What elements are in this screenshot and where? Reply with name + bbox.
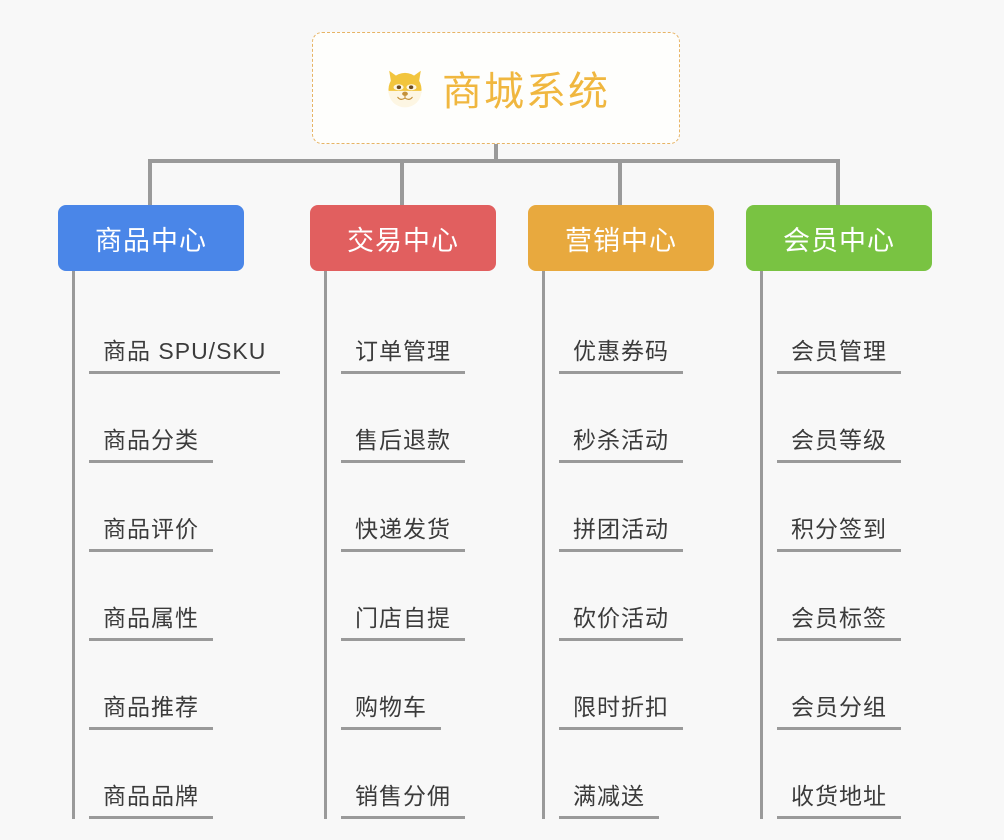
leaf-item[interactable]: 商品分类: [89, 374, 244, 463]
category-header-3-label: 营销中心: [565, 225, 677, 256]
leaf-stack-3: 优惠券码 秒杀活动 拼团活动 砍价活动 限时折扣 满减送: [542, 271, 714, 819]
connector-drop-2: [400, 159, 404, 205]
leaf-item-label: 商品评价: [89, 510, 213, 552]
leaf-item-label: 砍价活动: [559, 599, 683, 641]
leaf-item-label: 快递发货: [341, 510, 465, 552]
leaf-item-label: 商品推荐: [89, 688, 213, 730]
leaf-item[interactable]: 商品品牌: [89, 730, 244, 819]
connector-bus: [148, 159, 840, 163]
leaf-item[interactable]: 订单管理: [341, 285, 496, 374]
leaf-item-label: 收货地址: [777, 777, 901, 819]
leaf-item-label: 售后退款: [341, 421, 465, 463]
leaf-item-label: 拼团活动: [559, 510, 683, 552]
connector-drop-4: [836, 159, 840, 205]
category-header-4-label: 会员中心: [783, 225, 895, 256]
leaf-item-label: 会员管理: [777, 332, 901, 374]
connector-stem: [494, 144, 498, 162]
leaf-item[interactable]: 售后退款: [341, 374, 496, 463]
leaf-item-label: 会员分组: [777, 688, 901, 730]
leaf-item-label: 订单管理: [341, 332, 465, 374]
leaf-item[interactable]: 积分签到: [777, 463, 932, 552]
leaf-item[interactable]: 会员等级: [777, 374, 932, 463]
leaf-item-label: 会员标签: [777, 599, 901, 641]
leaf-item[interactable]: 秒杀活动: [559, 374, 714, 463]
leaf-stack-2: 订单管理 售后退款 快递发货 门店自提 购物车 销售分佣: [324, 271, 496, 819]
leaf-item[interactable]: 销售分佣: [341, 730, 496, 819]
leaf-item-label: 限时折扣: [559, 688, 683, 730]
leaf-item[interactable]: 商品 SPU/SKU: [89, 285, 281, 374]
leaf-item-label: 门店自提: [341, 599, 465, 641]
category-header-2-label: 交易中心: [347, 225, 459, 256]
leaf-item-label: 销售分佣: [341, 777, 465, 819]
leaf-item-label: 积分签到: [777, 510, 901, 552]
shiba-inu-icon: [382, 65, 428, 111]
leaf-item[interactable]: 快递发货: [341, 463, 496, 552]
leaf-item[interactable]: 门店自提: [341, 552, 496, 641]
branch-column-4: 会员中心 会员管理 会员等级 积分签到 会员标签 会员分组 收货地址: [746, 205, 932, 819]
category-header-1[interactable]: 商品中心: [58, 205, 244, 271]
leaf-item[interactable]: 会员分组: [777, 641, 932, 730]
leaf-item[interactable]: 优惠券码: [559, 285, 714, 374]
connector-drop-1: [148, 159, 152, 205]
category-header-3[interactable]: 营销中心: [528, 205, 714, 271]
leaf-item[interactable]: 会员管理: [777, 285, 932, 374]
leaf-item-label: 秒杀活动: [559, 421, 683, 463]
leaf-item-label: 商品分类: [89, 421, 213, 463]
leaf-item[interactable]: 收货地址: [777, 730, 932, 819]
root-node-title: 商城系统: [442, 70, 610, 114]
leaf-item[interactable]: 商品评价: [89, 463, 244, 552]
category-header-1-label: 商品中心: [95, 225, 207, 256]
leaf-item[interactable]: 拼团活动: [559, 463, 714, 552]
branch-column-3: 营销中心 优惠券码 秒杀活动 拼团活动 砍价活动 限时折扣 满减送: [528, 205, 714, 819]
leaf-item[interactable]: 购物车: [341, 641, 496, 730]
connector-drop-3: [618, 159, 622, 205]
leaf-item[interactable]: 砍价活动: [559, 552, 714, 641]
leaf-stack-1: 商品 SPU/SKU 商品分类 商品评价 商品属性 商品推荐 商品品牌: [72, 271, 281, 819]
leaf-item[interactable]: 商品属性: [89, 552, 244, 641]
leaf-item-label: 优惠券码: [559, 332, 683, 374]
branch-column-2: 交易中心 订单管理 售后退款 快递发货 门店自提 购物车 销售分佣: [310, 205, 496, 819]
category-header-4[interactable]: 会员中心: [746, 205, 932, 271]
root-node-mall-system[interactable]: 商城系统: [312, 32, 680, 144]
leaf-item[interactable]: 限时折扣: [559, 641, 714, 730]
category-header-2[interactable]: 交易中心: [310, 205, 496, 271]
leaf-item[interactable]: 商品推荐: [89, 641, 244, 730]
leaf-item-label: 商品属性: [89, 599, 213, 641]
leaf-item-label: 满减送: [559, 777, 659, 819]
leaf-stack-4: 会员管理 会员等级 积分签到 会员标签 会员分组 收货地址: [760, 271, 932, 819]
leaf-item-label: 购物车: [341, 688, 441, 730]
leaf-item[interactable]: 会员标签: [777, 552, 932, 641]
branch-column-1: 商品中心 商品 SPU/SKU 商品分类 商品评价 商品属性 商品推荐 商品品牌: [58, 205, 281, 819]
leaf-item-label: 商品 SPU/SKU: [89, 332, 281, 374]
leaf-item[interactable]: 满减送: [559, 730, 714, 819]
leaf-item-label: 商品品牌: [89, 777, 213, 819]
leaf-item-label: 会员等级: [777, 421, 901, 463]
